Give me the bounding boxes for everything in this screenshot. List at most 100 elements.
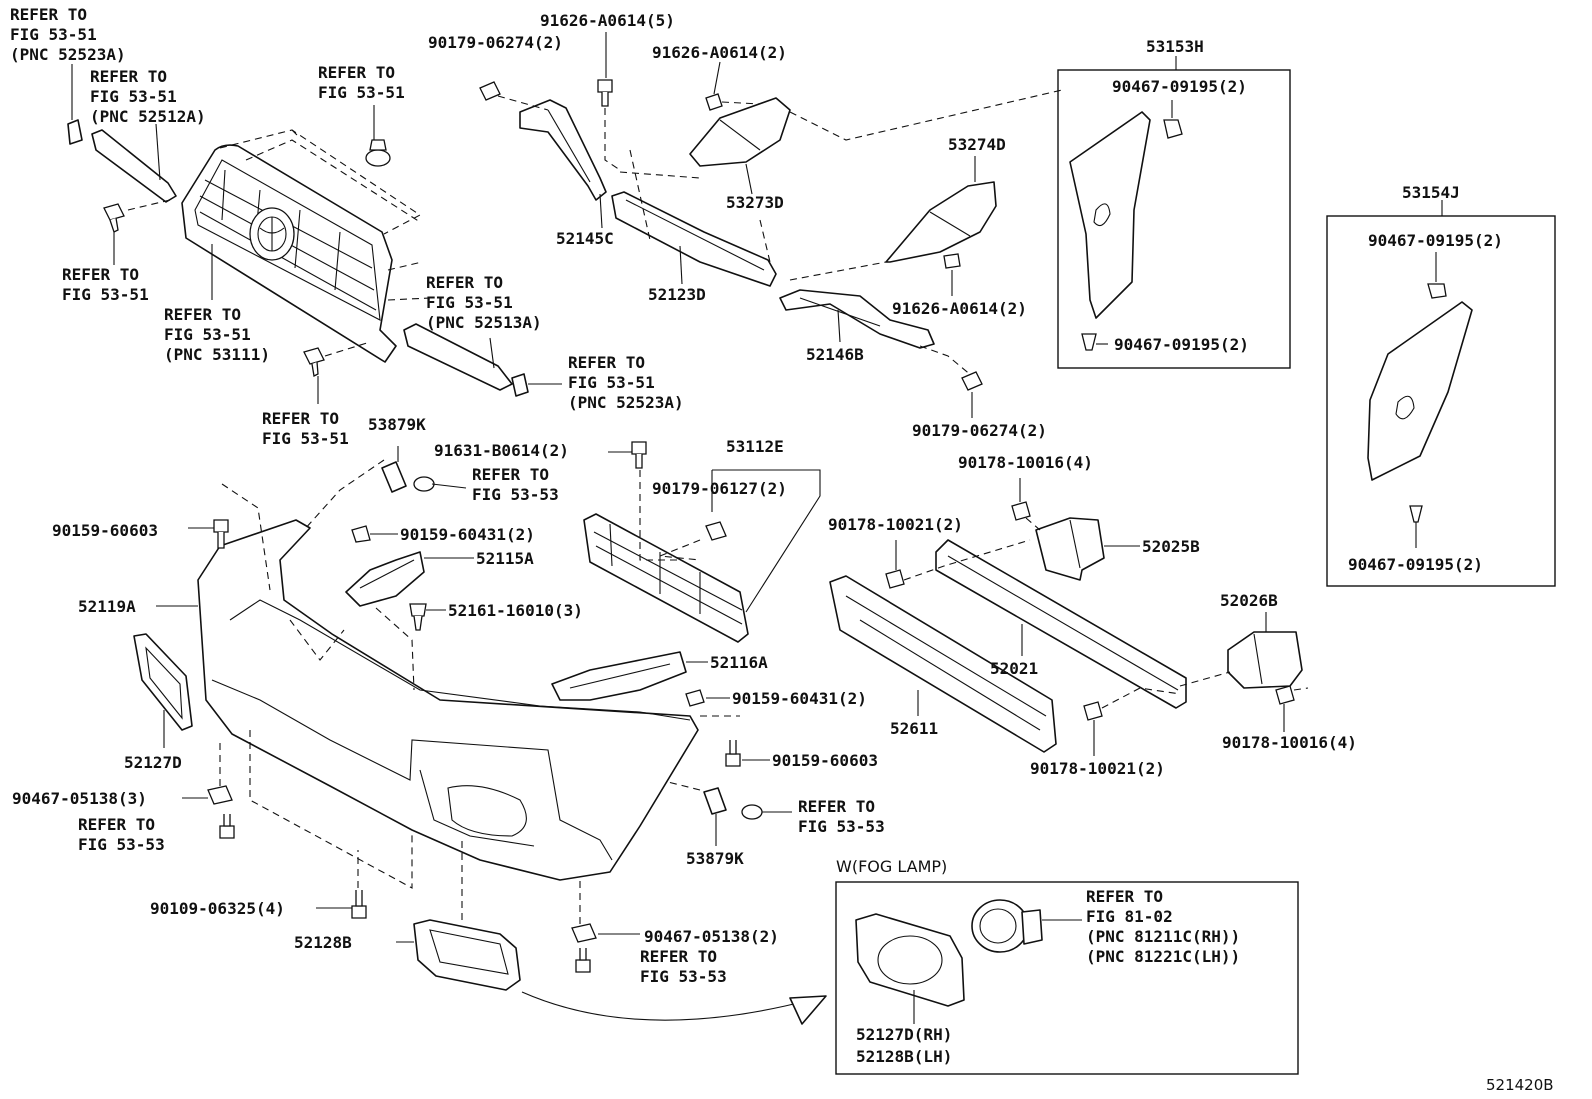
fog-lamp-unit (971, 899, 1043, 953)
ref-53-53-c-1: REFER TO (798, 797, 875, 816)
clip-09195-h-top (1163, 119, 1183, 139)
label-52161-16010: 52161-16010(3) (448, 601, 583, 620)
label-53879k-bot: 53879K (686, 849, 744, 868)
label-53153h: 53153H (1146, 37, 1204, 56)
clip-52161 (409, 603, 427, 631)
lower-grille-53112e (583, 513, 749, 643)
nut-10016-top (1011, 501, 1031, 521)
label-53154j: 53154J (1402, 183, 1460, 202)
screw-60431-mid (685, 689, 705, 707)
screw-60603-right (725, 740, 741, 767)
label-90178-10021-bot: 90178-10021(2) (1030, 759, 1165, 778)
screw-lower-grille (303, 347, 325, 377)
nut-10021-bot (1083, 701, 1103, 721)
label-91626-a0614-2-top: 91626-A0614(2) (652, 43, 787, 62)
extension-53154j (1367, 301, 1473, 481)
screw-53-53-left (219, 814, 235, 839)
label-90467-09195-h-top: 90467-09195(2) (1112, 77, 1247, 96)
nut-90179-mid (961, 371, 983, 391)
ref-52523a-top-1: REFER TO (10, 5, 87, 24)
label-53112e: 53112E (726, 437, 784, 456)
label-90179-06274-mid: 90179-06274(2) (912, 421, 1047, 440)
label-90179-06274-top: 90179-06274(2) (428, 33, 563, 52)
arm-52026b (1227, 631, 1303, 689)
ref-53-53-c-2: FIG 53-53 (798, 817, 885, 836)
label-52119a: 52119A (78, 597, 136, 616)
reinforcement-52021 (935, 539, 1187, 709)
fog-lamp-rh: 52127D(RH) (856, 1025, 952, 1044)
diagram-id: 521420B (1486, 1076, 1554, 1094)
label-90159-60603-left: 90159-60603 (52, 521, 158, 540)
ref-53111-2: FIG 53-51 (164, 325, 251, 344)
ref-81-02-3: (PNC 81211C(RH)) (1086, 927, 1240, 946)
screw-53-53-bottom (575, 948, 591, 973)
clip-09195-j-top (1427, 283, 1447, 299)
label-90178-10016-bot: 90178-10016(4) (1222, 733, 1357, 752)
ref-53-53-a-2: FIG 53-53 (472, 485, 559, 504)
clip-52523a-low (511, 373, 529, 397)
ref-53-53-b-2: FIG 53-53 (78, 835, 165, 854)
bolt-06325 (351, 890, 367, 919)
ref-left-1: REFER TO (62, 265, 139, 284)
ref-52512a-3: (PNC 52512A) (90, 107, 206, 126)
fog-lamp-title: W(FOG LAMP) (836, 857, 947, 876)
screw-60431-top (351, 525, 371, 543)
label-91631-b0614: 91631-B0614(2) (434, 441, 569, 460)
ref-81-02-2: FIG 81-02 (1086, 907, 1173, 926)
retainer-53879k-top (381, 461, 407, 493)
label-53879k-top: 53879K (368, 415, 426, 434)
nut-90179-top (479, 81, 501, 101)
clip-53-53-right (741, 804, 763, 820)
label-53273d: 53273D (726, 193, 784, 212)
label-90467-09195-j-top: 90467-09195(2) (1368, 231, 1503, 250)
ref-mid-1: REFER TO (262, 409, 339, 428)
label-52146b: 52146B (806, 345, 864, 364)
nut-10021-top (885, 569, 905, 589)
label-90159-60603-right: 90159-60603 (772, 751, 878, 770)
ref-52513a-1: REFER TO (426, 273, 503, 292)
ref-53111-3: (PNC 53111) (164, 345, 270, 364)
ref-52523a-top-3: (PNC 52523A) (10, 45, 126, 64)
label-52026b: 52026B (1220, 591, 1278, 610)
label-90159-60431-top: 90159-60431(2) (400, 525, 535, 544)
label-90467-09195-j-bot: 90467-09195(2) (1348, 555, 1483, 574)
ref-52512a-2: FIG 53-51 (90, 87, 177, 106)
label-52611: 52611 (890, 719, 938, 738)
ref-52512a-1: REFER TO (90, 67, 167, 86)
screw-left-grille (103, 203, 125, 233)
label-52021: 52021 (990, 659, 1038, 678)
label-90159-60431-mid: 90159-60431(2) (732, 689, 867, 708)
fog-lamp-box (835, 881, 1299, 1075)
radiator-grille (181, 144, 397, 363)
grille-side-molding-left (91, 129, 177, 203)
retainer-53879k-bot (703, 787, 727, 815)
ref-52523a-low-2: FIG 53-51 (568, 373, 655, 392)
label-52128b: 52128B (294, 933, 352, 952)
ref-52523a-top-2: FIG 53-51 (10, 25, 97, 44)
support-53274d (885, 181, 997, 263)
nut-06127 (705, 521, 727, 541)
fog-cover-52127d (133, 633, 193, 731)
text-layer: REFER TO FIG 53-51 (PNC 52523A) REFER TO… (10, 5, 1554, 1094)
label-52123d: 52123D (648, 285, 706, 304)
bracket-52146b (779, 289, 935, 349)
label-52025b: 52025B (1142, 537, 1200, 556)
arm-52025b (1035, 517, 1105, 581)
retainer-52115a (345, 551, 425, 607)
ref-81-02-1: REFER TO (1086, 887, 1163, 906)
label-52127d: 52127D (124, 753, 182, 772)
screw-60603-left (213, 519, 229, 549)
ref-left-2: FIG 53-51 (62, 285, 149, 304)
ref-81-02-4: (PNC 81221C(LH)) (1086, 947, 1240, 966)
label-90179-06127: 90179-06127(2) (652, 479, 787, 498)
ref-mid-2: FIG 53-51 (262, 429, 349, 448)
absorber-52611 (829, 575, 1057, 753)
label-90467-05138-2: 90467-05138(2) (644, 927, 779, 946)
label-53274d: 53274D (948, 135, 1006, 154)
box-53154j (1326, 215, 1556, 587)
ref-52523a-low-1: REFER TO (568, 353, 645, 372)
label-90178-10016-top: 90178-10016(4) (958, 453, 1093, 472)
hood-lock-support-52145c (519, 99, 607, 201)
upper-bumper-retainer-52123d (611, 191, 777, 287)
